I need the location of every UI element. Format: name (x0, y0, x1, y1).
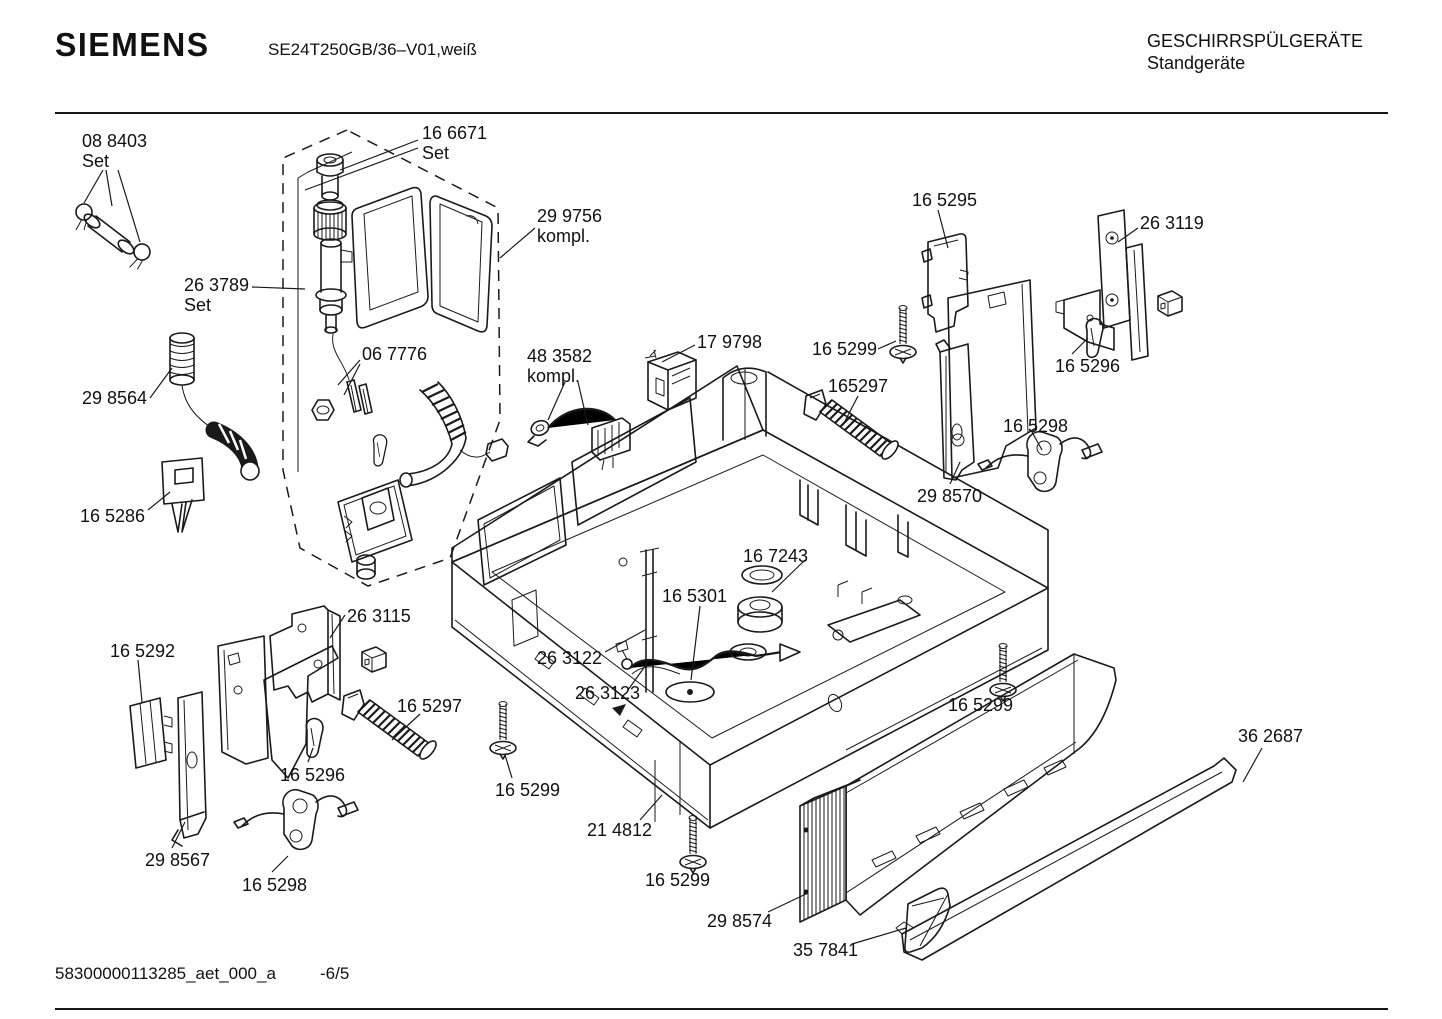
aquastop-housing-shells (351, 186, 493, 333)
header-right: GESCHIRRSPÜLGERÄTE Standgeräte (1147, 30, 1363, 74)
product-line: GESCHIRRSPÜLGERÄTE (1147, 31, 1364, 51)
header-rule (55, 112, 1388, 114)
inlet-hose (169, 332, 260, 481)
plinth-assembly (799, 653, 1237, 961)
aquastop-region-outline (282, 129, 501, 587)
page-index: -6/5 (320, 964, 350, 983)
footer-rule (55, 1008, 1388, 1010)
mounting-plate (337, 479, 413, 580)
left-cluster (129, 605, 707, 874)
base-pan (451, 365, 1049, 829)
fastening-clip (161, 457, 205, 533)
clamp-set (75, 203, 153, 273)
model-number: SE24T250GB/36–V01,weiß (268, 40, 477, 59)
drain-hose (372, 381, 509, 488)
junction-box (644, 349, 697, 411)
leader-lines (83, 139, 1263, 945)
aquastop-valve (311, 153, 373, 421)
siemens-logo: SIEMENS (55, 26, 210, 64)
product-type: Standgeräte (1147, 53, 1246, 73)
document-id: 58300000113285_aet_000_a (55, 964, 276, 983)
right-cluster (802, 209, 1183, 702)
